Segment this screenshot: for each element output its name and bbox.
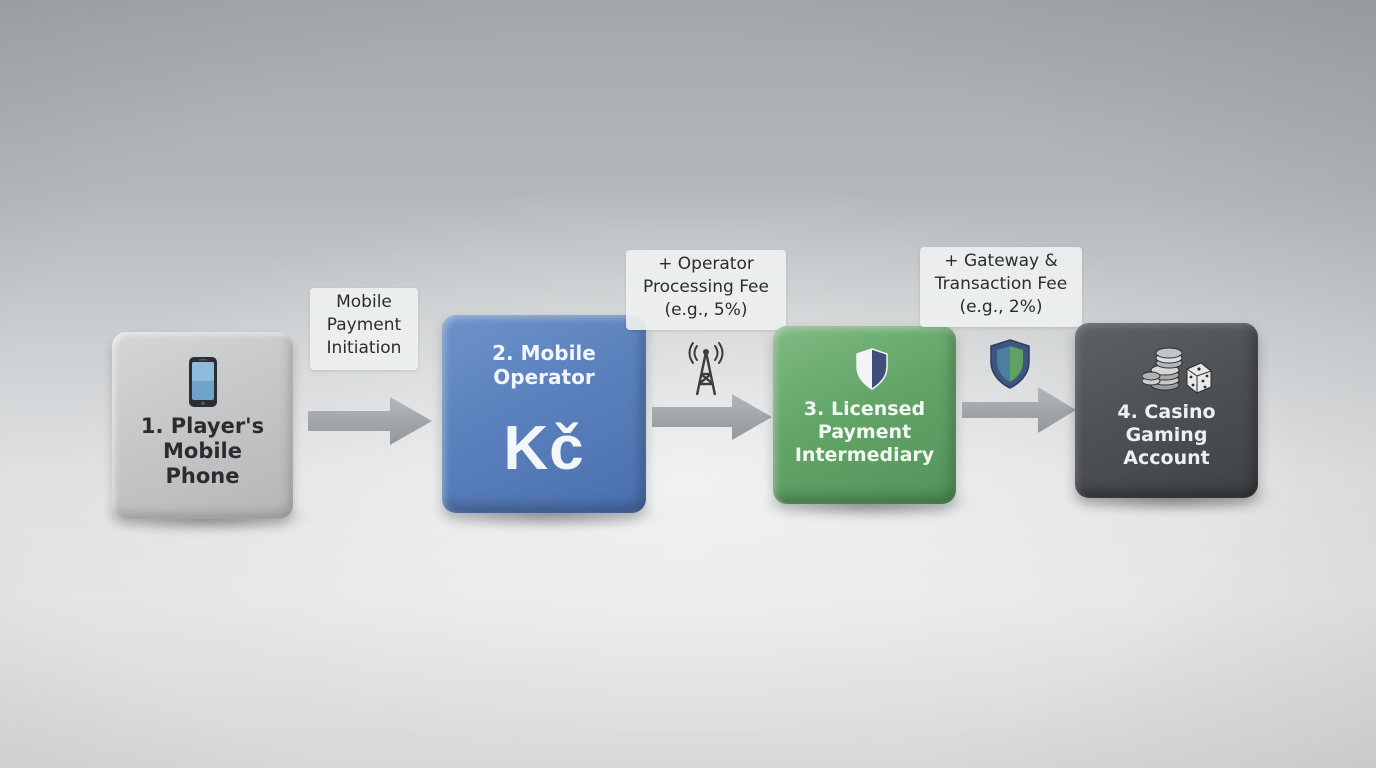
- step-player-mobile-phone: 1. Player's Mobile Phone: [112, 332, 293, 519]
- currency-symbol: Kč: [503, 414, 585, 483]
- smartphone-icon: [189, 357, 217, 407]
- cell-tower-icon: [688, 342, 724, 396]
- step-licensed-payment-intermediary: 3. Licensed Payment Intermediary: [773, 326, 956, 504]
- flow-arrow: [308, 397, 432, 445]
- step-mobile-operator: 2. Mobile Operator Kč: [442, 315, 646, 513]
- connector-label-gateway-fee: + Gateway & Transaction Fee (e.g., 2%): [920, 247, 1082, 327]
- step-1-label: 1. Player's Mobile Phone: [140, 414, 265, 489]
- step-casino-gaming-account: 4. Casino Gaming Account: [1075, 323, 1258, 498]
- flow-arrow: [652, 394, 772, 440]
- connector-label-operator-fee: + Operator Processing Fee (e.g., 5%): [626, 250, 786, 330]
- flow-arrow: [962, 387, 1076, 433]
- step-4-label: 4. Casino Gaming Account: [1117, 401, 1216, 469]
- step-2-label: 2. Mobile Operator: [492, 341, 596, 389]
- connector-label-payment-initiation: Mobile Payment Initiation: [310, 288, 418, 370]
- casino-chips-dice-icon: [1143, 347, 1212, 394]
- shield-icon: [990, 339, 1030, 389]
- shield-icon: [856, 348, 888, 390]
- step-3-label: 3. Licensed Payment Intermediary: [794, 398, 935, 466]
